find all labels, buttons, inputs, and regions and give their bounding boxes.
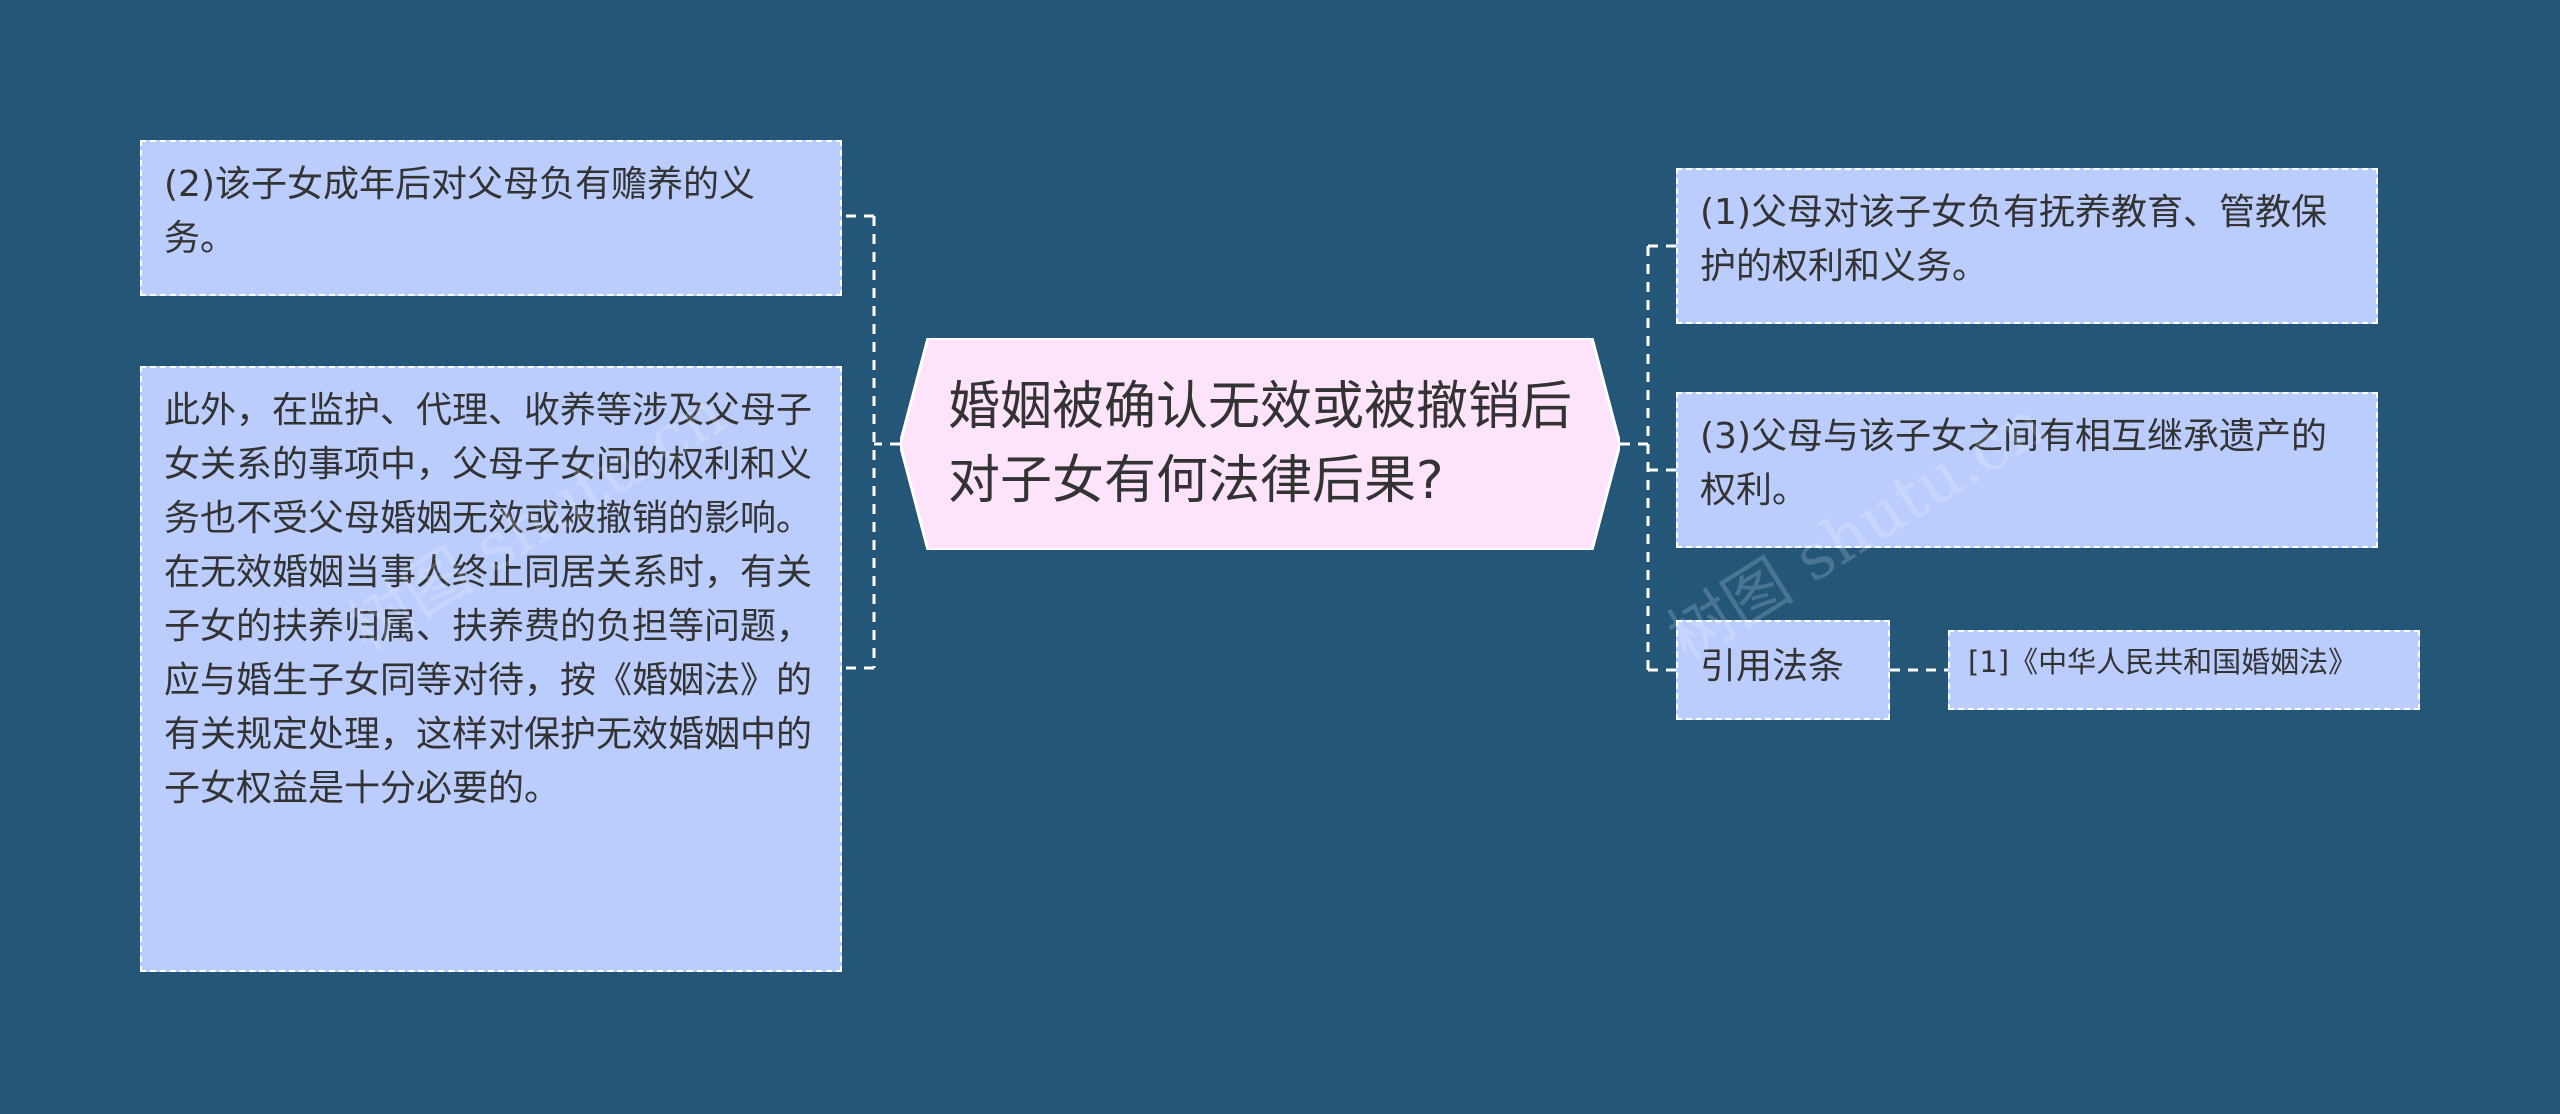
- topic-label: 此外，在监护、代理、收养等涉及父母子女关系的事项中，父母子女间的权利和义务也不受…: [164, 390, 813, 809]
- citation-label: [1]《中华人民共和国婚姻法》: [1968, 645, 2358, 679]
- right-topic-3-inheritance[interactable]: (3)父母与该子女之间有相互继承遗产的权利。: [1676, 392, 2378, 548]
- right-topic-1-parental-rights[interactable]: (1)父母对该子女负有抚养教育、管教保护的权利和义务。: [1676, 168, 2378, 324]
- right-topic-cited-law[interactable]: 引用法条: [1676, 620, 1890, 720]
- left-topic-additional-note[interactable]: 此外，在监护、代理、收养等涉及父母子女关系的事项中，父母子女间的权利和义务也不受…: [140, 366, 842, 972]
- topic-label: 引用法条: [1700, 646, 1845, 687]
- citation-node[interactable]: [1]《中华人民共和国婚姻法》: [1948, 630, 2420, 710]
- topic-label: (3)父母与该子女之间有相互继承遗产的权利。: [1700, 416, 2327, 511]
- left-topic-2-duty-of-support[interactable]: (2)该子女成年后对父母负有赡养的义务。: [140, 140, 842, 296]
- central-topic-label: 婚姻被确认无效或被撤销后对子女有何法律后果?: [948, 377, 1573, 511]
- central-topic-shape: [900, 338, 1620, 550]
- topic-label: (1)父母对该子女负有抚养教育、管教保护的权利和义务。: [1700, 192, 2327, 287]
- topic-label: (2)该子女成年后对父母负有赡养的义务。: [164, 164, 755, 259]
- central-topic[interactable]: 婚姻被确认无效或被撤销后对子女有何法律后果?: [900, 338, 1620, 550]
